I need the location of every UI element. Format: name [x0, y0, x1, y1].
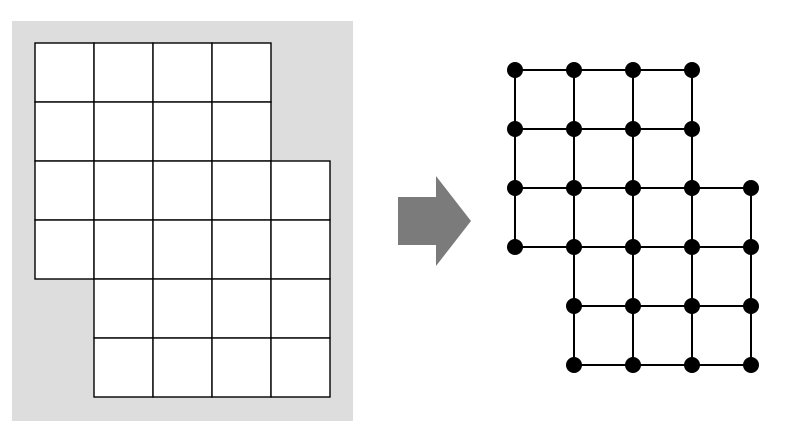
grid-cell	[270, 337, 331, 398]
grid-cell	[34, 101, 95, 162]
graph-node	[625, 121, 641, 137]
graph-node	[684, 180, 700, 196]
graph-node	[625, 239, 641, 255]
graph-node	[625, 298, 641, 314]
grid-cells	[34, 42, 331, 398]
grid-cell	[34, 160, 95, 221]
grid-cell	[93, 278, 154, 339]
grid-cell	[93, 160, 154, 221]
graph-node	[566, 239, 582, 255]
graph-node	[743, 357, 759, 373]
grid-cell	[152, 219, 213, 280]
graph-node	[684, 239, 700, 255]
graph-node	[743, 298, 759, 314]
grid-cell	[270, 219, 331, 280]
grid-cell	[34, 219, 95, 280]
graph-node	[507, 121, 523, 137]
grid-cell	[152, 337, 213, 398]
graph-node	[566, 357, 582, 373]
grid-cell	[93, 219, 154, 280]
grid-cell	[34, 42, 95, 103]
graph-node	[507, 62, 523, 78]
graph-node	[625, 62, 641, 78]
grid-cell	[93, 101, 154, 162]
graph-node	[566, 180, 582, 196]
graph-edges	[514, 69, 752, 366]
graph-node	[743, 180, 759, 196]
grid-cell	[152, 160, 213, 221]
graph-node	[507, 180, 523, 196]
graph-node	[566, 298, 582, 314]
graph-node	[684, 357, 700, 373]
grid-cell	[152, 42, 213, 103]
grid-cell	[270, 278, 331, 339]
graph-node	[566, 121, 582, 137]
graph-node	[684, 121, 700, 137]
grid-cell	[211, 101, 272, 162]
graph-node	[743, 239, 759, 255]
grid-cell	[211, 337, 272, 398]
grid-cell	[211, 219, 272, 280]
graph-node	[507, 239, 523, 255]
grid-cell	[152, 101, 213, 162]
graph-nodes	[507, 62, 759, 373]
grid-cell	[211, 278, 272, 339]
graph-node	[684, 62, 700, 78]
grid-cell	[211, 42, 272, 103]
grid-cell	[93, 337, 154, 398]
graph-node	[684, 298, 700, 314]
graph-node	[625, 357, 641, 373]
grid-cell	[93, 42, 154, 103]
grid-cell	[211, 160, 272, 221]
graph-node	[566, 62, 582, 78]
graph-node	[625, 180, 641, 196]
grid-cell	[270, 160, 331, 221]
grid-cell	[152, 278, 213, 339]
right-arrow-icon	[398, 176, 471, 266]
